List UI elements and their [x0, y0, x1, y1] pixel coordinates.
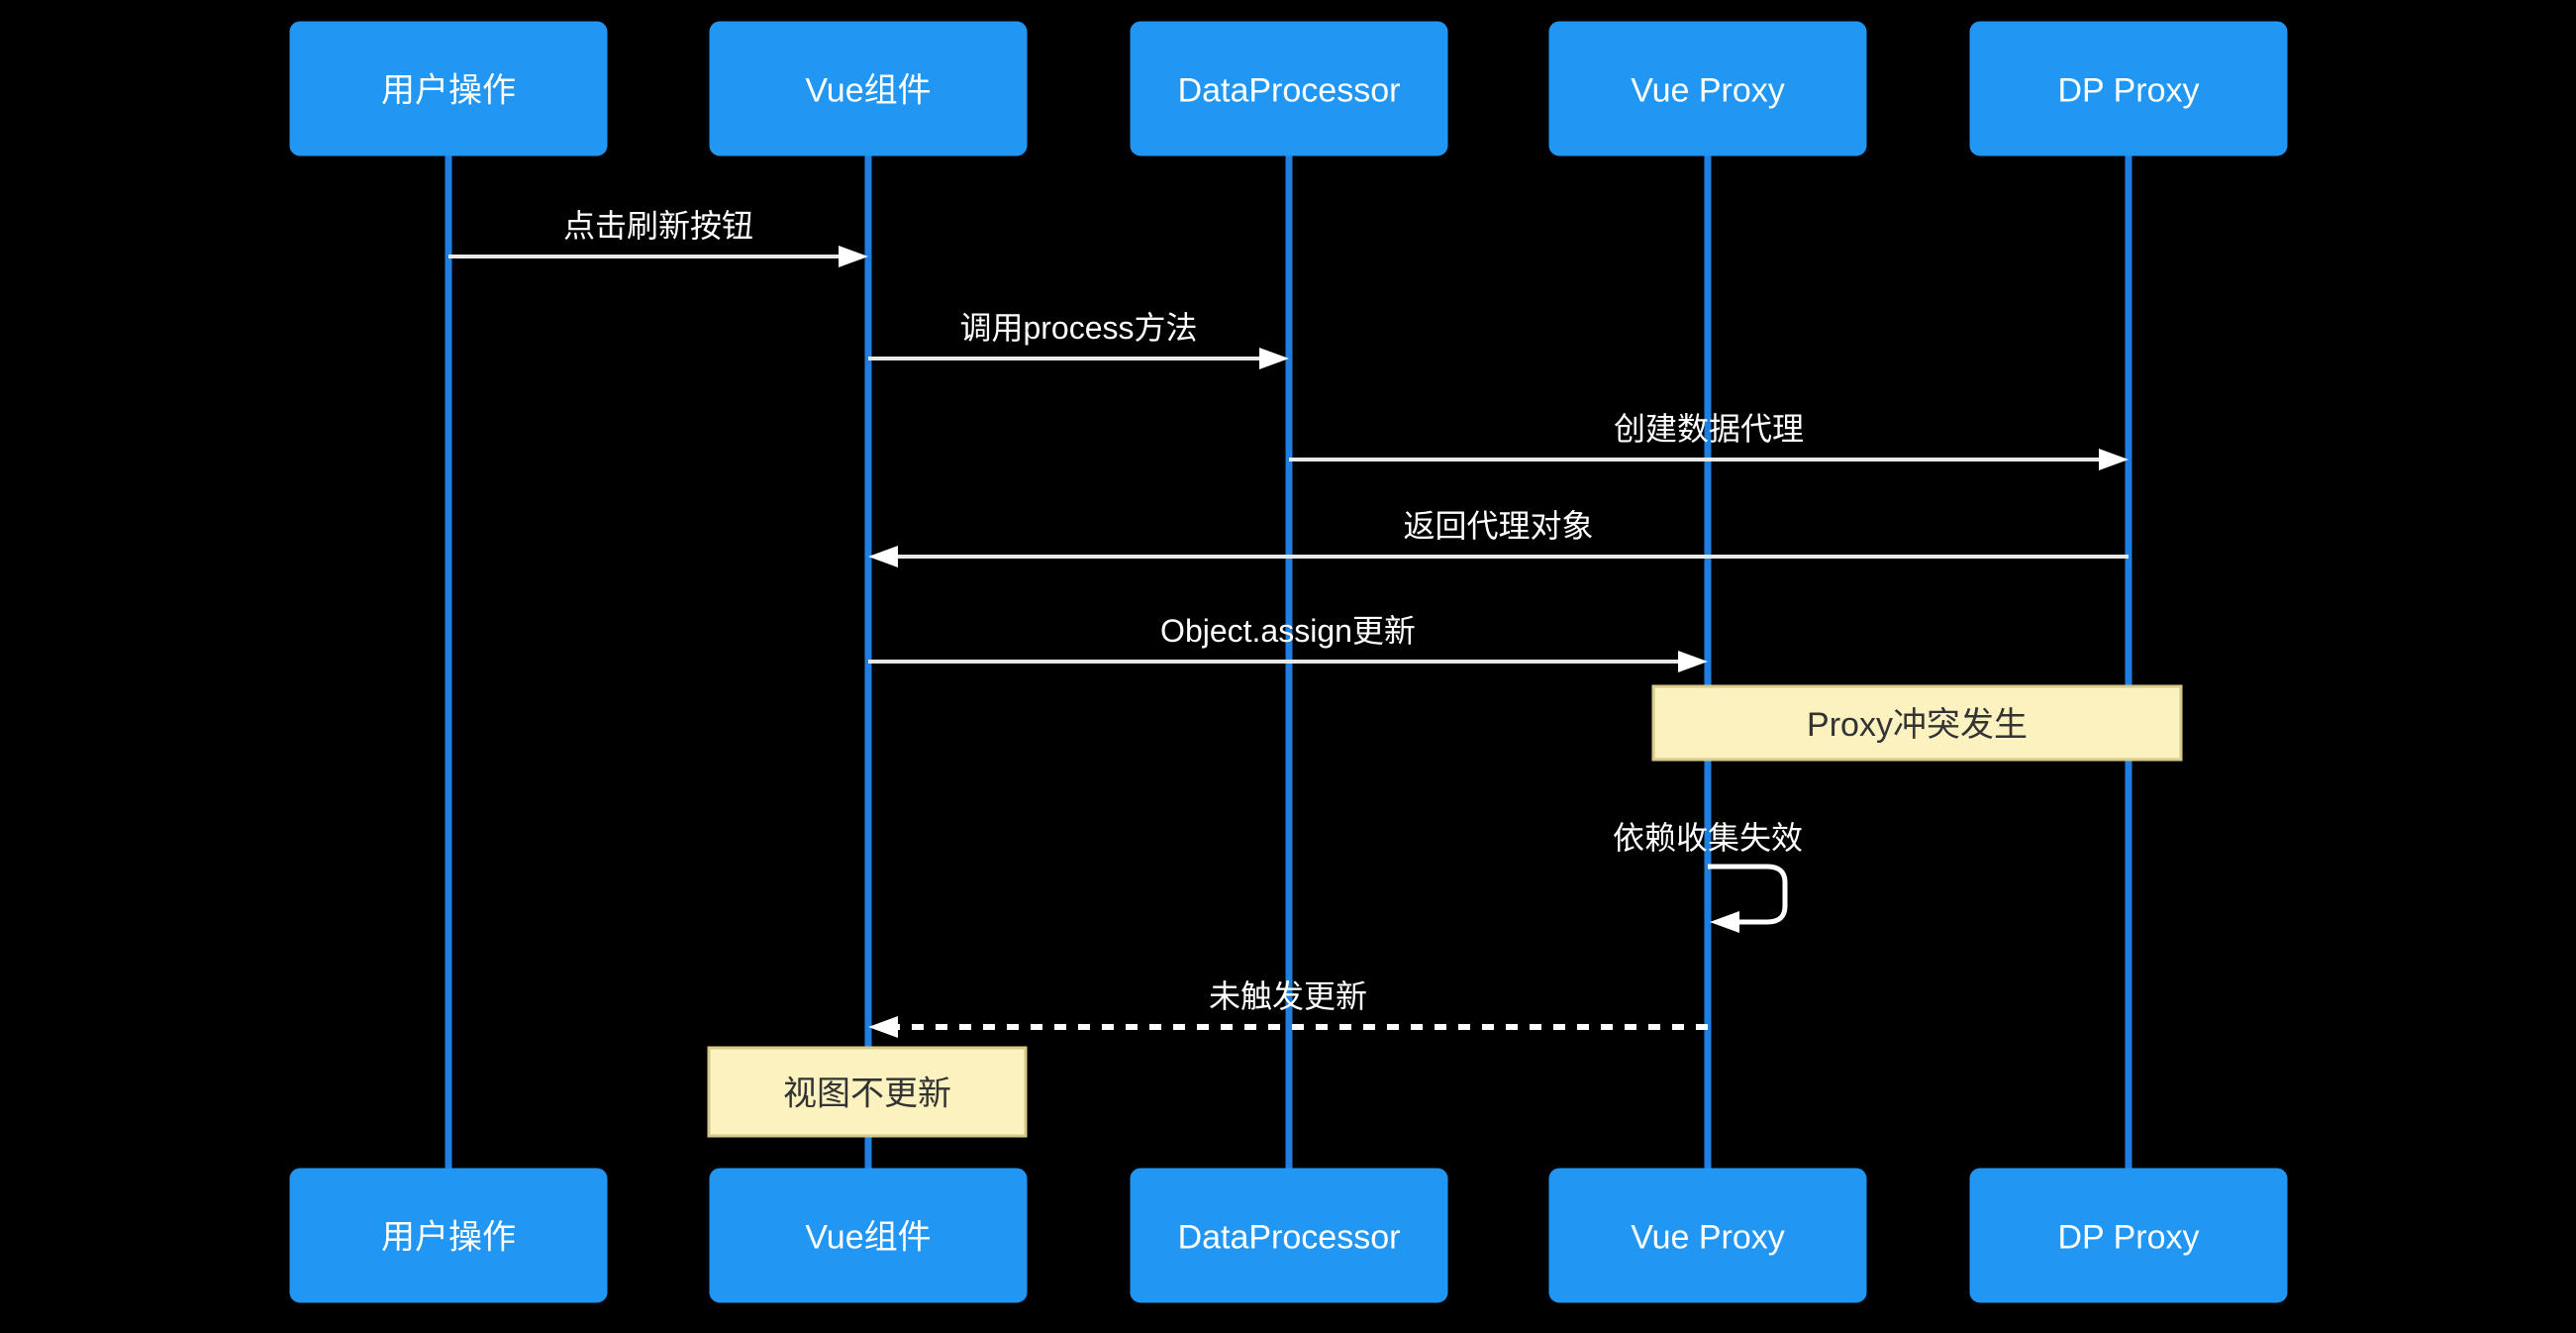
message-label: 返回代理对象: [1403, 508, 1593, 544]
message-label: 未触发更新: [1209, 978, 1367, 1014]
message-label: 点击刷新按钮: [563, 208, 753, 244]
message-label: 创建数据代理: [1614, 411, 1804, 447]
participant-vueproxy-top[interactable]: Vue Proxy: [1548, 21, 1867, 156]
participant-dp-top[interactable]: DataProcessor: [1130, 21, 1448, 156]
participant-dpproxy-bottom[interactable]: DP Proxy: [1969, 1168, 2288, 1303]
participant-dp-bottom[interactable]: DataProcessor: [1130, 1168, 1448, 1303]
participant-vue-bottom[interactable]: Vue组件: [709, 1168, 1028, 1303]
participant-boxes-bottom: 用户操作 Vue组件 DataProcessor Vue Proxy DP Proxy: [289, 1168, 2288, 1303]
message-arrowhead: [868, 1016, 898, 1038]
message-arrowhead: [1678, 651, 1708, 672]
note-1: Proxy冲突发生: [1651, 684, 2183, 762]
note-label: Proxy冲突发生: [1807, 706, 2028, 744]
participant-vueproxy-bottom[interactable]: Vue Proxy: [1548, 1168, 1867, 1303]
message-7: 未触发更新: [868, 978, 1708, 1038]
note-label: 视图不更新: [783, 1076, 951, 1113]
message-label: 依赖收集失效: [1613, 820, 1803, 856]
message-arrowhead: [1710, 911, 1739, 933]
participant-label: Vue组件: [805, 1219, 931, 1257]
message-6: 依赖收集失效: [1613, 820, 1803, 933]
participant-boxes-top: 用户操作 Vue组件 DataProcessor Vue Proxy DP Proxy: [289, 21, 2288, 156]
participant-user-top[interactable]: 用户操作: [289, 21, 608, 156]
participant-label: 用户操作: [381, 72, 516, 110]
message-arrowhead: [1259, 348, 1289, 369]
message-arrowhead: [839, 246, 868, 267]
message-arrowhead: [2099, 449, 2129, 470]
participant-label: DP Proxy: [2058, 1219, 2200, 1257]
participant-user-bottom[interactable]: 用户操作: [289, 1168, 608, 1303]
participant-label: DataProcessor: [1178, 1219, 1401, 1257]
message-3: 创建数据代理: [1289, 411, 2129, 470]
message-4: 返回代理对象: [868, 508, 2129, 567]
participant-label: Vue Proxy: [1631, 72, 1785, 110]
participant-label: Vue组件: [805, 72, 931, 110]
participant-label: Vue Proxy: [1631, 1219, 1785, 1257]
message-2: 调用process方法: [868, 310, 1289, 369]
message-label: Object.assign更新: [1160, 613, 1416, 649]
participant-dpproxy-top[interactable]: DP Proxy: [1969, 21, 2288, 156]
participant-vue-top[interactable]: Vue组件: [709, 21, 1028, 156]
participant-label: DataProcessor: [1178, 72, 1401, 110]
participant-label: 用户操作: [381, 1219, 516, 1257]
note-2: 视图不更新: [707, 1046, 1028, 1138]
participant-label: DP Proxy: [2058, 72, 2200, 110]
message-5: Object.assign更新: [868, 613, 1708, 672]
message-label: 调用process方法: [959, 310, 1197, 346]
message-selfloop-path: [1708, 864, 1788, 925]
message-arrowhead: [868, 546, 898, 567]
message-1: 点击刷新按钮: [448, 208, 868, 267]
